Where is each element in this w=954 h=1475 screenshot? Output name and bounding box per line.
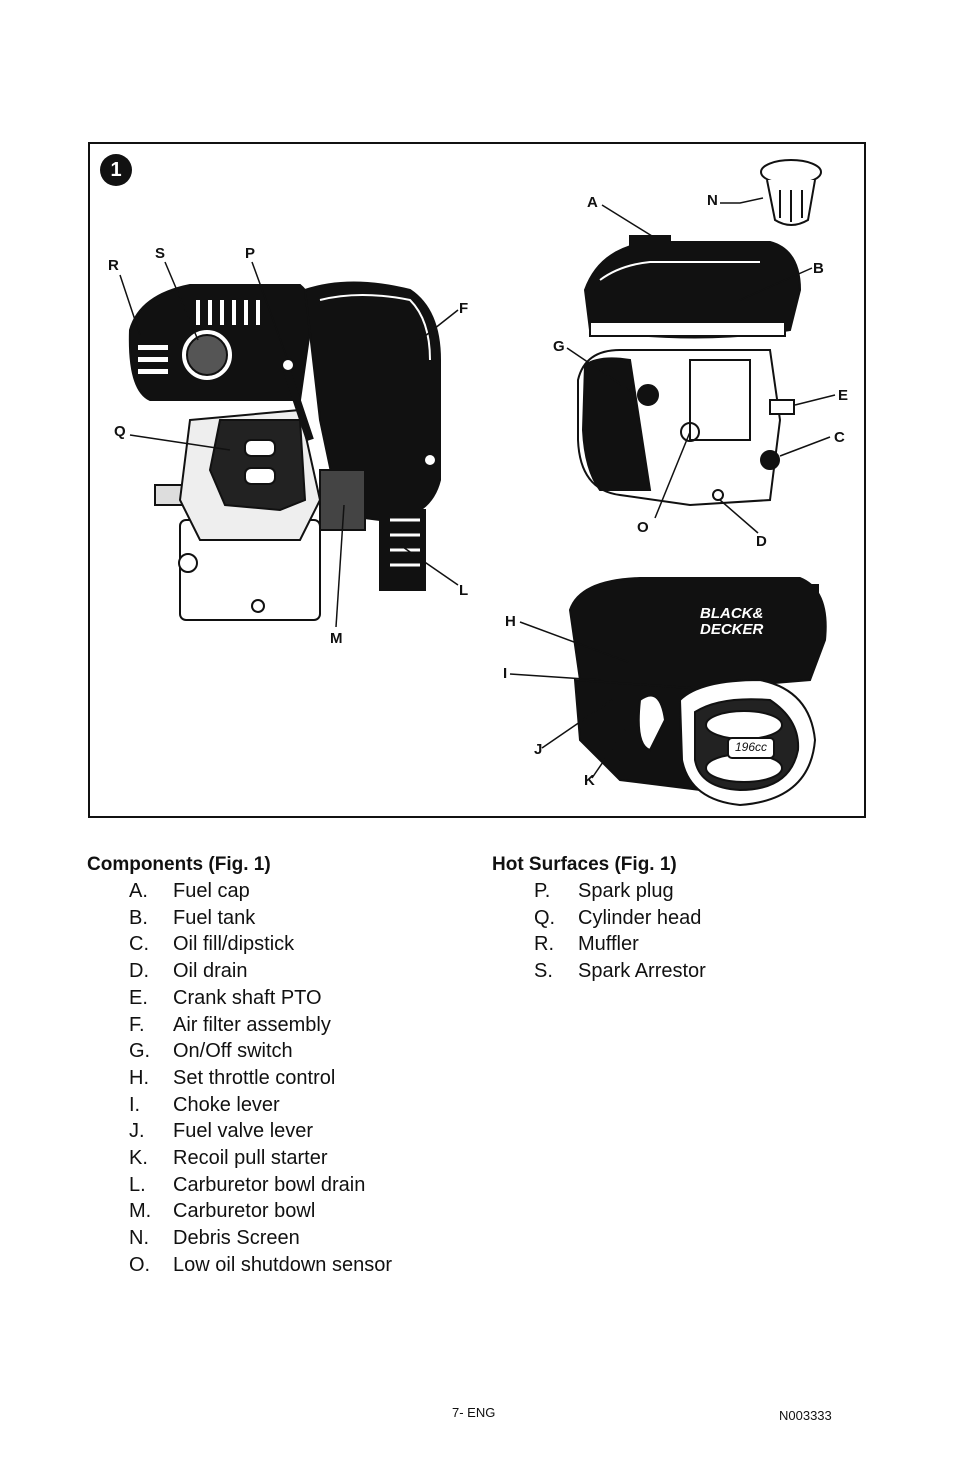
brand-logo: BLACK& DECKER	[700, 606, 763, 638]
debris-screen-drawing	[760, 159, 822, 226]
list-item: M.Carburetor bowl	[129, 1200, 316, 1223]
left-leader-lines	[119, 261, 459, 628]
list-item: H.Set throttle control	[129, 1066, 336, 1089]
list-item: F.Air filter assembly	[129, 1013, 331, 1036]
callout-f: F	[459, 300, 469, 317]
list-item: S.Spark Arrestor	[534, 960, 706, 983]
list-item: A.Fuel cap	[129, 880, 250, 902]
components-title: Components (Fig. 1)	[87, 854, 271, 875]
list-item: G.On/Off switch	[129, 1040, 293, 1063]
callout-g: G	[553, 338, 565, 355]
callout-b: B	[813, 260, 824, 277]
right-bottom-engine-drawing	[568, 577, 827, 807]
left-engine-drawing	[128, 281, 441, 621]
callout-d: D	[756, 533, 767, 550]
callout-q: Q	[114, 423, 126, 440]
components-list: Components (Fig. 1) A.Fuel cap B.Fuel ta…	[87, 852, 392, 1279]
hot-surfaces-title: Hot Surfaces (Fig. 1)	[492, 854, 677, 875]
callout-n: N	[707, 192, 718, 209]
brand-logo-line-2: DECKER	[700, 621, 764, 638]
list-item: Q.Cylinder head	[534, 906, 702, 929]
callout-k: K	[584, 772, 595, 789]
callout-e: E	[838, 387, 849, 404]
callout-p: P	[245, 245, 256, 262]
list-item: B.Fuel tank	[129, 906, 256, 929]
list-item: O.Low oil shutdown sensor	[129, 1253, 393, 1276]
list-item: N.Debris Screen	[129, 1227, 300, 1250]
list-item: P.Spark plug	[534, 880, 674, 902]
callout-a: A	[587, 194, 598, 211]
callout-h: H	[505, 613, 516, 630]
figure-frame	[88, 142, 866, 818]
displacement-badge: 196cc	[735, 740, 768, 754]
callout-r: R	[108, 257, 119, 274]
list-item: K.Recoil pull starter	[129, 1147, 328, 1170]
figure-number-badge: 1	[100, 154, 132, 186]
list-item: J.Fuel valve lever	[129, 1120, 314, 1143]
callout-o: O	[637, 519, 649, 536]
list-item: C.Oil fill/dipstick	[129, 933, 295, 956]
list-item: R.Muffler	[534, 933, 639, 956]
right-bottom-leader-lines	[509, 621, 629, 779]
callout-c: C	[834, 429, 845, 446]
callout-i: I	[503, 665, 508, 682]
brand-logo-line-1: BLACK&	[700, 605, 764, 622]
document-code: N003333	[779, 1408, 832, 1423]
list-item: D.Oil drain	[129, 960, 248, 983]
list-item: E.Crank shaft PTO	[129, 986, 322, 1009]
list-item: L.Carburetor bowl drain	[129, 1173, 366, 1196]
page-number: 7- ENG	[452, 1405, 496, 1420]
callout-s: S	[155, 245, 166, 262]
hot-surfaces-list: Hot Surfaces (Fig. 1) P.Spark plug Q.Cyl…	[492, 852, 706, 985]
callout-j: J	[534, 741, 543, 758]
right-top-leader-lines	[566, 197, 836, 534]
list-item: I.Choke lever	[129, 1093, 280, 1116]
callout-l: L	[459, 582, 469, 599]
callout-m: M	[330, 630, 343, 647]
right-top-engine-drawing	[577, 235, 802, 507]
